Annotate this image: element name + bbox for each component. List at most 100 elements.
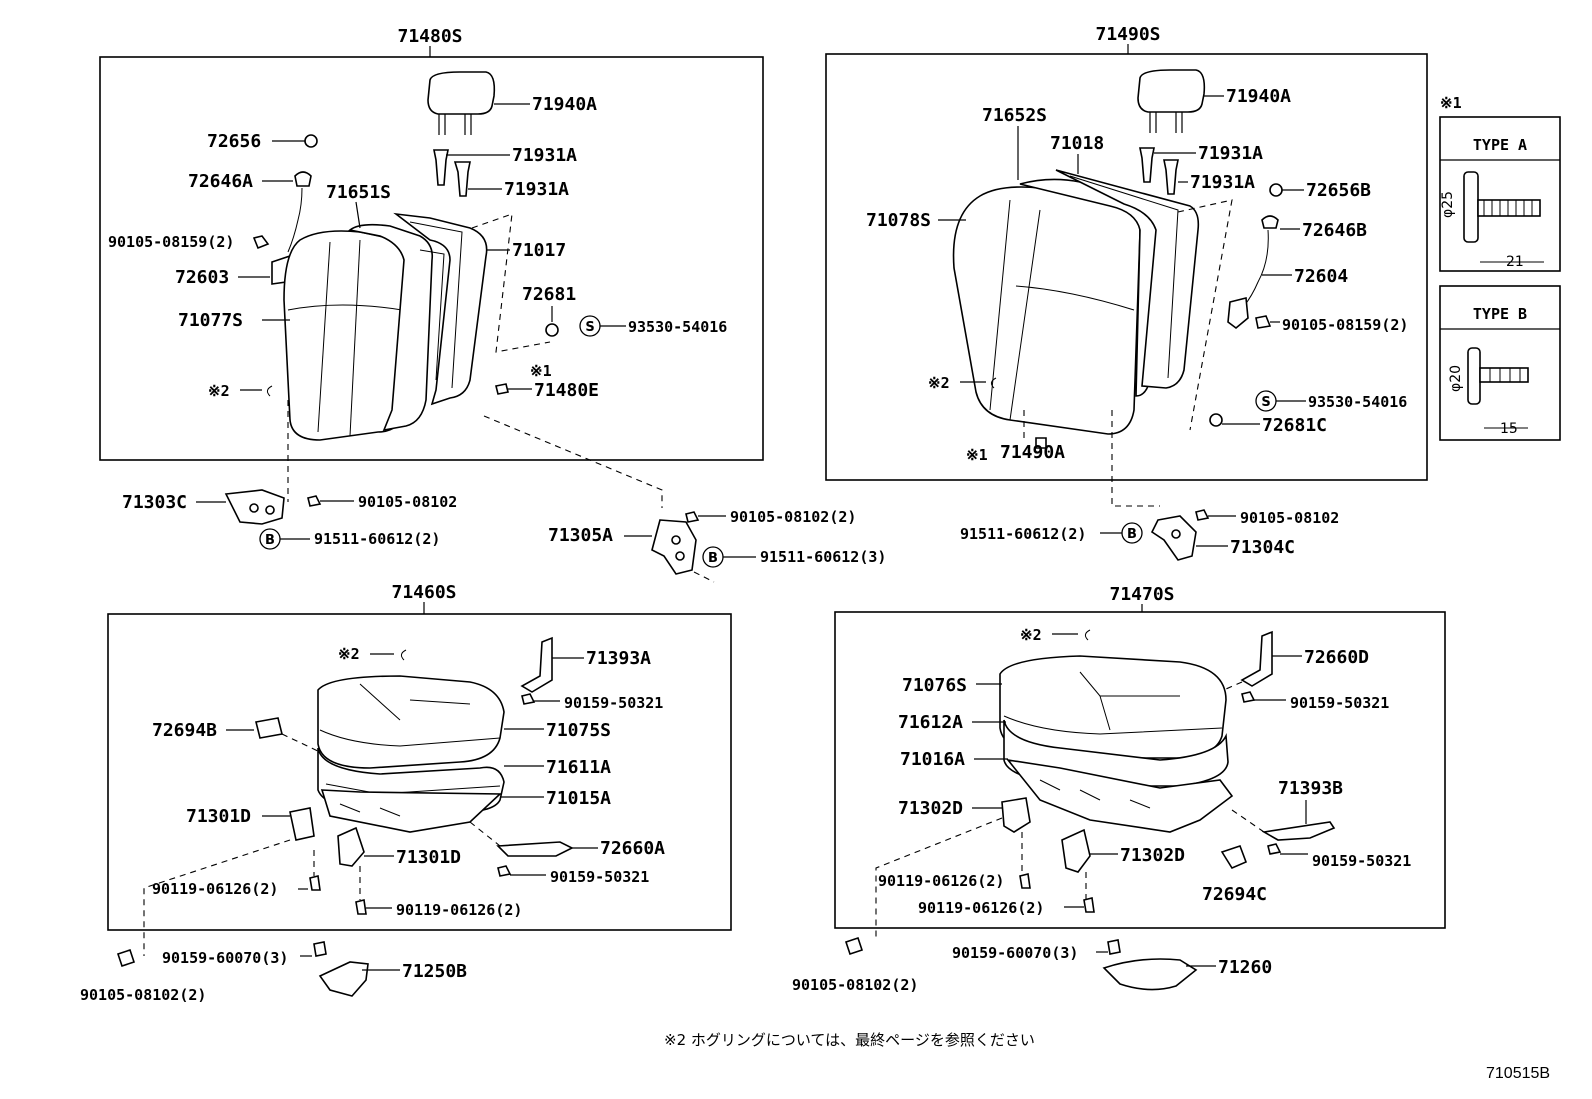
part-label: 90159-50321 <box>1312 852 1411 870</box>
part-label: 71016A <box>900 749 965 770</box>
clip-drawing <box>255 717 283 739</box>
part-label: 72694C <box>1202 884 1267 905</box>
type-a-label: TYPE A <box>1473 136 1527 154</box>
bolt-drawing <box>252 235 270 250</box>
dashed-leader <box>1209 681 1243 697</box>
part-label: 72660A <box>600 838 665 859</box>
part-label: 71302D <box>898 798 963 819</box>
part-label: 71940A <box>532 94 597 115</box>
cable-drawing <box>287 187 303 253</box>
pin-drawing <box>1035 437 1047 449</box>
part-label: 71490A <box>1000 442 1065 463</box>
leg-drawing <box>1001 797 1031 833</box>
dashed-leader <box>875 817 1003 940</box>
b-letter: B <box>1127 527 1137 542</box>
hinge-right-group: 91511-60612(2) B 90105-08102 71304C <box>960 509 1339 561</box>
part-label: 71075S <box>546 720 611 741</box>
bolt-drawing <box>844 936 864 956</box>
hog-ring-icon <box>266 385 273 397</box>
part-label: 71931A <box>1198 143 1263 164</box>
bracket-drawing <box>520 636 553 693</box>
group-label-rear-right: 71470S <box>1109 584 1174 605</box>
bolt-drawing <box>685 511 700 523</box>
rear-right-lower-parts: 90105-08102(2) 90159-60070(3) 71260 <box>792 936 1272 994</box>
group-frame <box>825 53 1428 481</box>
hog-ring-icon <box>400 649 407 661</box>
ref-label: ※1 <box>530 362 552 380</box>
knob-drawing <box>1261 215 1279 229</box>
part-label: 71017 <box>512 240 566 261</box>
dashed-leader <box>1231 809 1265 833</box>
part-label: 90119-06126(2) <box>152 880 278 898</box>
front-right-seatback-group: 71490S 71940A 71652S 71018 71931A 71931A… <box>825 24 1428 507</box>
part-label: 72603 <box>175 267 229 288</box>
part-label: 71940A <box>1226 86 1291 107</box>
leader <box>355 201 361 229</box>
bracket-drawing <box>1227 296 1249 330</box>
headrest-guide-drawing <box>1139 147 1179 195</box>
part-label: 91511-60612(3) <box>760 548 886 566</box>
bolt-drawing <box>521 693 536 705</box>
part-label: 90105-08102 <box>358 493 457 511</box>
part-label: 91511-60612(2) <box>314 530 440 548</box>
dashed-leader <box>483 415 663 508</box>
part-label: 71260 <box>1218 957 1272 978</box>
part-label: 90159-50321 <box>564 694 663 712</box>
hog-ring-icon <box>990 377 997 389</box>
drawing-code: 710515B <box>1486 1065 1550 1082</box>
part-label: 71612A <box>898 712 963 733</box>
part-label: 90105-08102(2) <box>80 986 206 1004</box>
part-label: 72646B <box>1302 220 1367 241</box>
part-label: 71931A <box>1190 172 1255 193</box>
dimension-label: φ20 <box>1448 365 1464 392</box>
part-label: 90105-08159(2) <box>1282 316 1408 334</box>
part-label: 90159-60070(3) <box>162 949 288 967</box>
part-label: 71250B <box>402 961 467 982</box>
headrest-drawing <box>1137 69 1206 133</box>
dashed-leader <box>693 571 715 583</box>
hinge-drawing <box>651 519 697 575</box>
type-b-box <box>1439 285 1561 441</box>
pin-drawing <box>495 383 509 395</box>
part-label: 71611A <box>546 757 611 778</box>
part-label: 71301D <box>396 847 461 868</box>
b-symbol-icon <box>1121 522 1143 544</box>
bolt-drawing <box>1019 873 1031 889</box>
part-label: 71305A <box>548 525 613 546</box>
part-label: 72656 <box>207 131 261 152</box>
part-label: 93530-54016 <box>1308 393 1407 411</box>
ref-label: ※2 <box>338 645 360 663</box>
dashed-leader <box>471 213 551 353</box>
hog-ring-icon <box>1084 629 1091 641</box>
group-label-front-right: 71490S <box>1095 24 1160 45</box>
part-label: 90119-06126(2) <box>878 872 1004 890</box>
bracket-drawing <box>1240 630 1273 687</box>
part-label: 90159-60070(3) <box>952 944 1078 962</box>
nut-drawing <box>545 323 559 337</box>
rear-right-cushion-group: 71470S ※2 72660D 90159-50321 71076S 7161… <box>834 584 1446 940</box>
part-label: 90119-06126(2) <box>918 899 1044 917</box>
ref-label: ※2 <box>928 374 950 392</box>
part-label: 72681 <box>522 284 576 305</box>
b-letter: B <box>708 551 718 566</box>
s-letter: S <box>1261 395 1270 410</box>
cushion-frame-drawing <box>1006 758 1234 833</box>
part-label: 90105-08102(2) <box>792 976 918 994</box>
part-label: 71480E <box>534 380 599 401</box>
dimension-label: 21 <box>1506 254 1524 270</box>
cover-drawing <box>1102 958 1198 991</box>
ref-label: ※1 <box>1440 94 1462 112</box>
part-label: 71393B <box>1278 778 1343 799</box>
clip-drawing <box>1269 183 1283 197</box>
leg-drawing <box>1061 828 1091 873</box>
bolt-drawing <box>1083 897 1095 913</box>
s-letter: S <box>585 320 594 335</box>
cushion-cover-drawing <box>317 675 505 769</box>
dashed-leader <box>281 733 321 753</box>
clip-drawing <box>304 134 318 148</box>
part-label: 71931A <box>504 179 569 200</box>
part-label: 90105-08102 <box>1240 509 1339 527</box>
seatback-frame-drawing <box>1019 169 1200 397</box>
group-label-front-left: 71480S <box>397 26 462 47</box>
